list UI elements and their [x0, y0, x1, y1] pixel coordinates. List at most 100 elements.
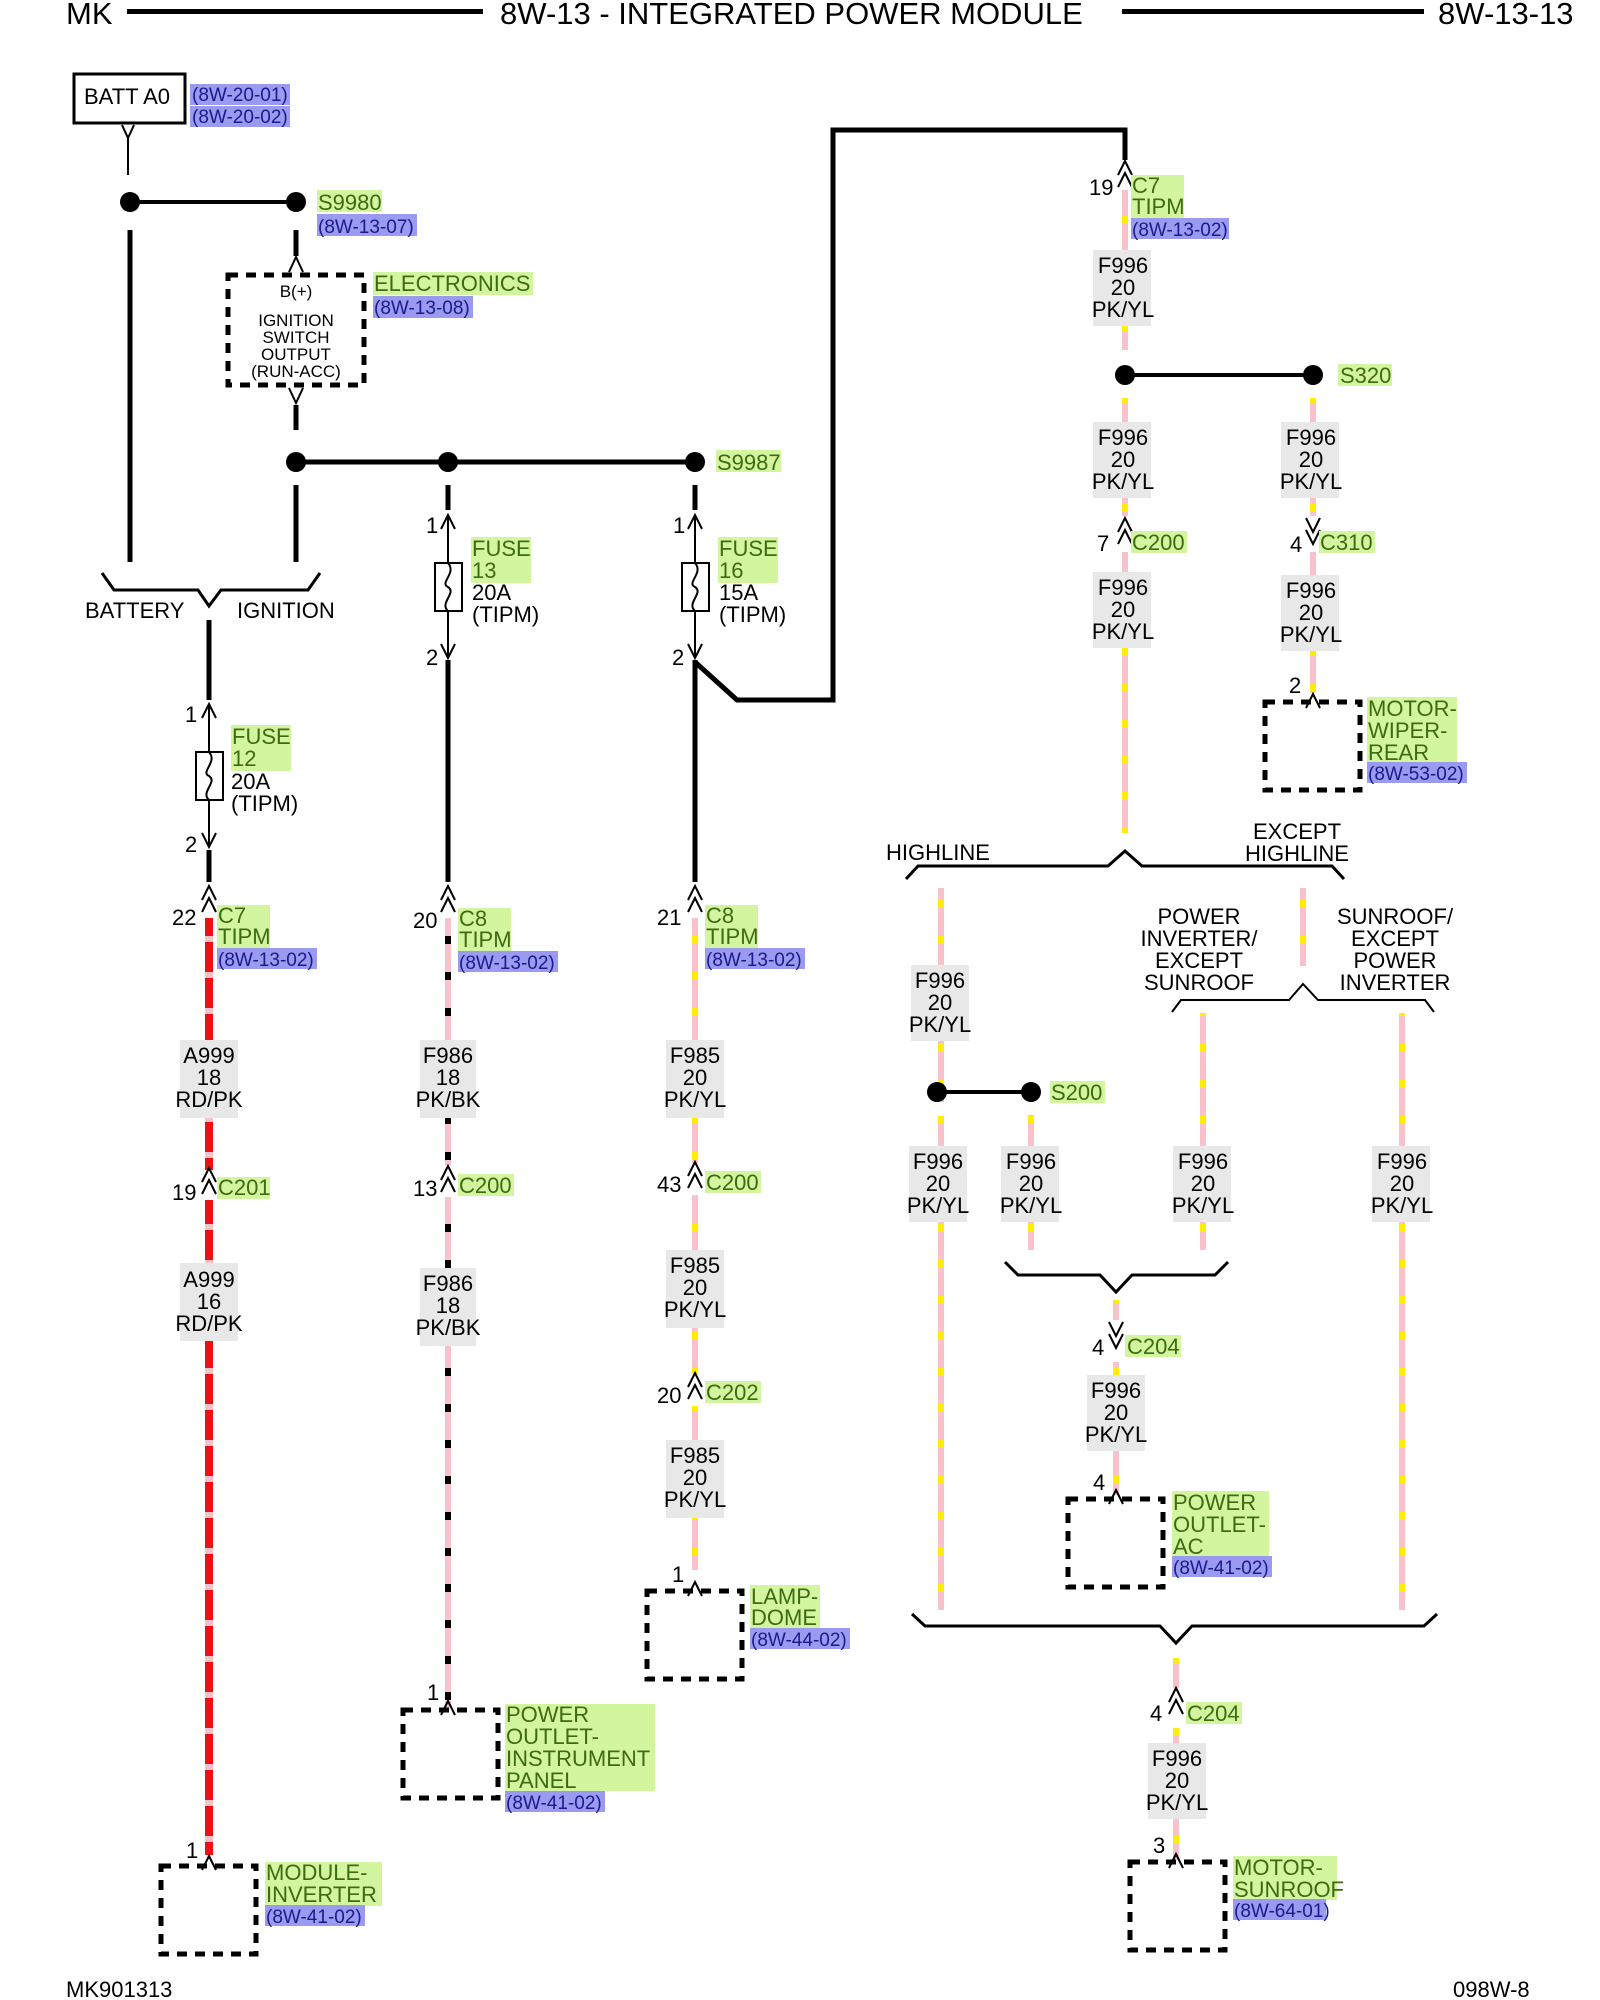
svg-text:SUNROOF/: SUNROOF/ — [1337, 904, 1454, 929]
svg-text:F985: F985 — [670, 1443, 720, 1468]
svg-text:22: 22 — [172, 905, 196, 930]
svg-text:20: 20 — [1191, 1171, 1215, 1196]
svg-text:18: 18 — [436, 1065, 460, 1090]
svg-text:TIPM: TIPM — [706, 924, 759, 949]
svg-text:RD/PK: RD/PK — [175, 1311, 243, 1336]
svg-text:20: 20 — [1111, 597, 1135, 622]
svg-text:F996: F996 — [1377, 1149, 1427, 1174]
svg-text:C200: C200 — [1132, 530, 1185, 555]
c7-22-ref[interactable]: (8W-13-02) — [218, 950, 314, 971]
svg-text:20: 20 — [1104, 1400, 1128, 1425]
circuit-f996-left: F996 20 PK/YL 7 C200 F996 20 PK/YL — [1092, 398, 1187, 833]
svg-text:RD/PK: RD/PK — [175, 1087, 243, 1112]
svg-text:PK/YL: PK/YL — [909, 1012, 971, 1037]
svg-text:13: 13 — [472, 558, 496, 583]
svg-text:PK/YL: PK/YL — [907, 1193, 969, 1218]
svg-text:BATTERY: BATTERY — [85, 598, 185, 623]
svg-text:REAR: REAR — [1368, 740, 1429, 765]
svg-text:2: 2 — [426, 645, 438, 670]
svg-text:13: 13 — [413, 1176, 437, 1201]
svg-text:OUTPUT: OUTPUT — [261, 345, 331, 364]
svg-text:F986: F986 — [423, 1043, 473, 1068]
svg-text:AC: AC — [1173, 1534, 1204, 1559]
svg-text:A999: A999 — [183, 1267, 234, 1292]
svg-text:20: 20 — [683, 1065, 707, 1090]
svg-text:PK/YL: PK/YL — [1371, 1193, 1433, 1218]
svg-text:PK/BK: PK/BK — [416, 1315, 481, 1340]
splice-s9980: S9980 (8W-13-07) — [120, 190, 417, 562]
svg-text:18: 18 — [436, 1293, 460, 1318]
svg-text:15A: 15A — [719, 580, 758, 605]
power-outlet-ip-ref[interactable]: (8W-41-02) — [506, 1793, 602, 1814]
svg-text:2: 2 — [185, 832, 197, 857]
svg-text:C204: C204 — [1187, 1701, 1240, 1726]
svg-text:1: 1 — [672, 1562, 684, 1587]
svg-text:21: 21 — [657, 905, 681, 930]
svg-text:FUSE: FUSE — [472, 536, 531, 561]
power-outlet-ac-ref[interactable]: (8W-41-02) — [1173, 1558, 1269, 1579]
svg-text:20: 20 — [1390, 1171, 1414, 1196]
svg-text:7: 7 — [1097, 531, 1109, 556]
svg-text:PK/YL: PK/YL — [1092, 469, 1154, 494]
svg-text:EXCEPT: EXCEPT — [1155, 948, 1243, 973]
footer-right: 098W-8 — [1453, 1977, 1530, 2000]
s9980-ref[interactable]: (8W-13-07) — [318, 217, 414, 238]
svg-text:MOTOR-: MOTOR- — [1234, 1855, 1323, 1880]
wire-to-c7-19 — [693, 127, 1128, 703]
svg-text:4: 4 — [1092, 1335, 1104, 1360]
motor-wiper-rear: 2 MOTOR- WIPER- REAR (8W-53-02) — [1262, 673, 1467, 793]
svg-text:LAMP-: LAMP- — [751, 1584, 818, 1609]
electronics-ref[interactable]: (8W-13-08) — [374, 298, 470, 319]
svg-text:16: 16 — [719, 558, 743, 583]
svg-text:BATT A0: BATT A0 — [84, 84, 170, 109]
c8-20-ref[interactable]: (8W-13-02) — [459, 953, 555, 974]
svg-text:20: 20 — [1019, 1171, 1043, 1196]
module-inverter-ref[interactable]: (8W-41-02) — [266, 1907, 362, 1928]
svg-text:16: 16 — [197, 1289, 221, 1314]
svg-text:1: 1 — [186, 1838, 198, 1863]
svg-text:PK/YL: PK/YL — [1280, 469, 1342, 494]
motor-wiper-rear-ref[interactable]: (8W-53-02) — [1368, 764, 1464, 785]
svg-text:PK/YL: PK/YL — [1280, 622, 1342, 647]
svg-text:C204: C204 — [1127, 1334, 1180, 1359]
svg-text:C202: C202 — [706, 1380, 759, 1405]
svg-text:POWER: POWER — [506, 1702, 589, 1727]
circuit-f996-highline: F996 20 PK/YL S200 F996 20 PK/YL F996 20… — [907, 888, 1105, 1610]
page-header: MK 8W-13 - INTEGRATED POWER MODULE 8W-13… — [66, 0, 1574, 31]
header-title: 8W-13 - INTEGRATED POWER MODULE — [500, 0, 1083, 31]
svg-text:F996: F996 — [1091, 1378, 1141, 1403]
svg-text:4: 4 — [1093, 1470, 1105, 1495]
svg-text:PK/YL: PK/YL — [1085, 1422, 1147, 1447]
svg-text:INSTRUMENT: INSTRUMENT — [506, 1746, 650, 1771]
c7-19-ref[interactable]: (8W-13-02) — [1132, 220, 1228, 241]
motor-sunroof-ref[interactable]: (8W-64-01) — [1234, 1901, 1330, 1922]
svg-text:2: 2 — [1289, 673, 1301, 698]
svg-text:TIPM: TIPM — [1132, 194, 1185, 219]
motor-sunroof: 3 MOTOR- SUNROOF (8W-64-01) — [1127, 1833, 1344, 1953]
batt-ref-2[interactable]: (8W-20-02) — [192, 107, 288, 128]
batt-ref-1[interactable]: (8W-20-01) — [192, 85, 288, 106]
svg-text:C310: C310 — [1320, 530, 1373, 555]
header-page: 8W-13-13 — [1438, 0, 1574, 31]
svg-text:TIPM: TIPM — [459, 927, 512, 952]
circuit-f985: 21 C8 TIPM (8W-13-02) F985 20 PK/YL 43 C… — [657, 883, 805, 1570]
svg-text:20: 20 — [413, 908, 437, 933]
svg-text:INVERTER: INVERTER — [266, 1882, 377, 1907]
svg-text:19: 19 — [1089, 175, 1113, 200]
c8-21-ref[interactable]: (8W-13-02) — [706, 950, 802, 971]
svg-text:(TIPM): (TIPM) — [231, 791, 298, 816]
svg-text:20: 20 — [1299, 447, 1323, 472]
svg-text:F996: F996 — [1178, 1149, 1228, 1174]
svg-text:2: 2 — [672, 645, 684, 670]
svg-text:20: 20 — [1299, 600, 1323, 625]
svg-text:F996: F996 — [1286, 578, 1336, 603]
svg-text:(RUN-ACC): (RUN-ACC) — [251, 362, 341, 381]
svg-text:S320: S320 — [1340, 363, 1391, 388]
svg-text:FUSE: FUSE — [719, 536, 778, 561]
lamp-dome-ref[interactable]: (8W-44-02) — [751, 1630, 847, 1651]
svg-text:20A: 20A — [231, 769, 270, 794]
svg-text:IGNITION: IGNITION — [258, 311, 334, 330]
header-rule-left — [127, 9, 483, 14]
svg-text:PK/BK: PK/BK — [416, 1087, 481, 1112]
battery-ignition-selector: BATTERY IGNITION — [85, 572, 335, 700]
